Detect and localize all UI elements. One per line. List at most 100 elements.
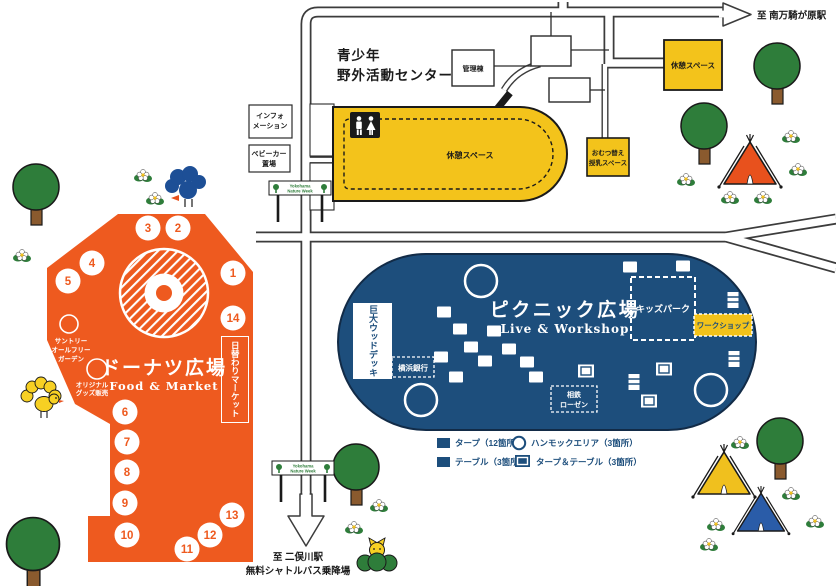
stroller-sign: ベビーカー 置場 bbox=[248, 144, 291, 173]
booth-number-6: 6 bbox=[122, 407, 128, 419]
info-label2: メーション bbox=[253, 122, 288, 130]
legend-tarp-table-label: タープ＆テーブル（3箇所） bbox=[536, 457, 642, 467]
building bbox=[548, 77, 591, 103]
diaper-space: おむつ替え 授乳スペース bbox=[586, 137, 630, 177]
booth-number-1: 1 bbox=[230, 268, 237, 280]
booth-number-3: 3 bbox=[145, 223, 151, 235]
gate-sign-north bbox=[267, 179, 333, 224]
rest-space-small: 休憩スペース bbox=[663, 39, 723, 91]
picnic-plaza-title: ピクニック広場 bbox=[490, 298, 641, 321]
legend-tarp-icon bbox=[437, 438, 450, 448]
tarp-table-marker bbox=[656, 362, 672, 376]
booth-numbers: 1 2 3 4 5 6 7 8 9 10 11 12 13 14 bbox=[55, 215, 246, 562]
donut-plaza-subtitle: Food & Market bbox=[109, 379, 218, 393]
table-marker bbox=[727, 292, 739, 308]
tree-icon bbox=[5, 516, 61, 586]
picnic-plaza: ピクニック広場 Live & Workshop キッズパーク ワークショップ 横… bbox=[337, 253, 757, 431]
flower-icon bbox=[805, 514, 825, 529]
flower-icon bbox=[788, 162, 808, 177]
kids-park-area: キッズパーク bbox=[630, 276, 696, 341]
goods-label1: オリジナル bbox=[76, 381, 109, 389]
legend-table-label: テーブル（3箇所） bbox=[455, 457, 527, 467]
buildings: 管理棟 bbox=[309, 35, 591, 211]
tree-icon bbox=[753, 42, 801, 105]
management-building-label: 管理棟 bbox=[463, 64, 485, 73]
activity-center-label1: 青少年 bbox=[337, 47, 381, 63]
booth-number-2: 2 bbox=[175, 223, 181, 235]
booth-number-4: 4 bbox=[89, 258, 96, 270]
stroller-label2: 置場 bbox=[262, 159, 276, 168]
top-station-label: 至 南万騎が原駅 bbox=[757, 10, 827, 22]
donut-icon bbox=[118, 247, 210, 339]
table-marker bbox=[628, 374, 640, 390]
bottom-station-label2: 無料シャトルバス乗降場 bbox=[246, 565, 351, 577]
top-station-arrow bbox=[719, 2, 752, 27]
flower-icon bbox=[344, 520, 364, 535]
flower-icon bbox=[781, 486, 801, 501]
flower-icon bbox=[781, 129, 801, 144]
diaper-label2: 授乳スペース bbox=[589, 158, 627, 167]
kids-park-label: キッズパーク bbox=[636, 303, 690, 314]
flower-icon bbox=[369, 498, 389, 513]
flower-icon bbox=[730, 435, 750, 450]
info-label1: インフォ bbox=[256, 112, 284, 120]
building bbox=[530, 35, 572, 67]
booth-number-14: 14 bbox=[227, 313, 240, 325]
donut-plaza: ドーナツ広場 Food & Market サントリー オールフリー ガーデン オ… bbox=[47, 214, 253, 562]
suntory-label1: サントリー bbox=[55, 337, 88, 345]
bank-booth: 横浜銀行 bbox=[391, 356, 435, 378]
picnic-plaza-subtitle: Live & Workshop bbox=[501, 322, 630, 336]
donut-plaza-title: ドーナツ広場 bbox=[101, 356, 227, 379]
legend: タープ（12箇所） ハンモックエリア（3箇所） テーブル（3箇所） タープ＆テー… bbox=[437, 435, 642, 467]
flower-icon bbox=[12, 248, 32, 263]
suntory-garden-booth: サントリー オールフリー ガーデン bbox=[52, 314, 91, 363]
goods-label2: グッズ販売 bbox=[76, 388, 109, 397]
goods-booth: オリジナル グッズ販売 bbox=[76, 358, 109, 397]
building bbox=[309, 103, 335, 157]
roads bbox=[256, 2, 836, 494]
booth-number-11: 11 bbox=[181, 544, 194, 556]
table-markers bbox=[628, 292, 740, 390]
flower-icon bbox=[676, 172, 696, 187]
booth-number-9: 9 bbox=[122, 498, 128, 510]
booth-number-8: 8 bbox=[124, 467, 131, 479]
tarp-table-marker bbox=[641, 394, 657, 408]
legend-tarp-label: タープ（12箇所） bbox=[455, 438, 523, 448]
management-building bbox=[451, 49, 495, 87]
yellow-bird-icon bbox=[20, 376, 64, 418]
workshop-label: ワークショップ bbox=[697, 320, 750, 330]
booth-number-13: 13 bbox=[226, 510, 239, 522]
tent-red-icon bbox=[716, 133, 784, 190]
wood-deck-label: 巨大ウッドデッキ bbox=[353, 303, 392, 379]
tarp-markers bbox=[434, 260, 690, 383]
tarp-table-marker bbox=[578, 364, 594, 378]
flower-icon bbox=[145, 191, 165, 206]
shuttle-arrow bbox=[287, 491, 325, 547]
cat-in-bush-icon bbox=[356, 537, 398, 572]
rosen-booth: 相鉄 ローゼン bbox=[550, 385, 598, 413]
legend-table-icon bbox=[437, 457, 450, 467]
rosen-label2: ローゼン bbox=[560, 400, 588, 409]
stroller-label1: ベビーカー bbox=[252, 149, 287, 158]
tree-icon bbox=[756, 417, 804, 480]
tree-icon bbox=[680, 102, 728, 165]
booth-number-10: 10 bbox=[121, 530, 134, 542]
flower-icon bbox=[753, 190, 773, 205]
booth-number-5: 5 bbox=[65, 276, 72, 288]
legend-hammock-label: ハンモックエリア（3箇所） bbox=[531, 438, 638, 448]
booth-number-7: 7 bbox=[124, 437, 130, 449]
hammock-marker bbox=[693, 372, 729, 408]
rest-space-main: 休憩スペース bbox=[332, 106, 568, 202]
suntory-label2: オールフリー bbox=[52, 346, 91, 354]
restroom-icon bbox=[350, 112, 380, 138]
activity-center-label2: 野外活動センター bbox=[337, 67, 453, 83]
workshop-booth: ワークショップ bbox=[693, 313, 753, 337]
info-sign: インフォ メーション bbox=[248, 104, 293, 139]
booth-number-12: 12 bbox=[204, 530, 217, 542]
daily-market-sign: 日替わりマーケット bbox=[221, 336, 249, 423]
tree-icon bbox=[12, 163, 60, 226]
rest-space-small-label: 休憩スペース bbox=[670, 60, 715, 70]
flower-icon bbox=[699, 537, 719, 552]
